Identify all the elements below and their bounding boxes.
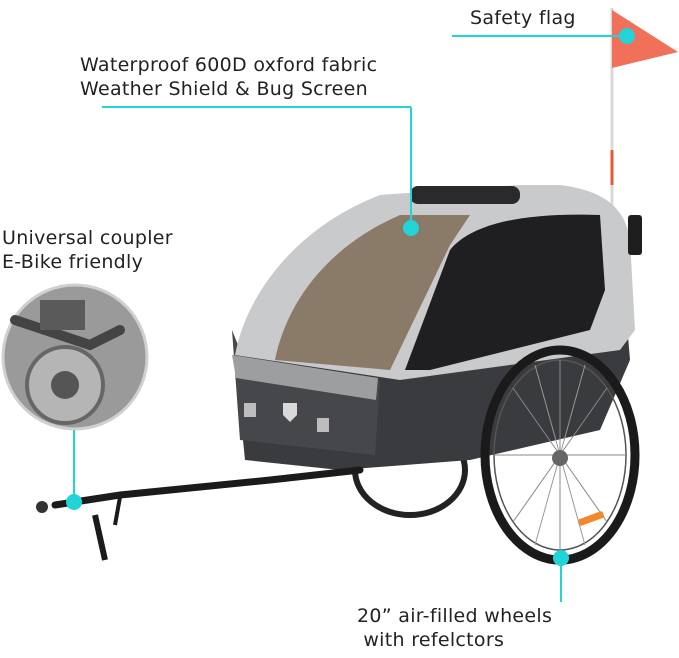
trailer-body [232, 185, 642, 470]
callout-text: E-Bike friendly [2, 251, 144, 273]
coupler-detail-icon [1, 283, 149, 431]
callout-safety-flag: Safety flag [470, 6, 576, 30]
callout-text: with refelctors [357, 629, 505, 651]
tow-bar [36, 466, 364, 561]
trailer-logo-icon [283, 403, 297, 422]
callout-fabric: Waterproof 600D oxford fabric Weather Sh… [80, 53, 377, 101]
callout-wheels: 20” air-filled wheels with refelctors [357, 604, 552, 652]
callout-text: Waterproof 600D oxford fabric [80, 54, 378, 76]
callout-text: 20” air-filled wheels [357, 605, 553, 627]
callout-coupler: Universal coupler E-Bike friendly [2, 226, 173, 274]
safety-flag-icon [610, 8, 678, 220]
front-wheel [480, 345, 640, 565]
callout-lines [66, 28, 635, 602]
callout-text: Universal coupler [2, 227, 173, 249]
callout-text: Safety flag [470, 7, 576, 29]
callout-text: Weather Shield & Bug Screen [80, 78, 368, 100]
